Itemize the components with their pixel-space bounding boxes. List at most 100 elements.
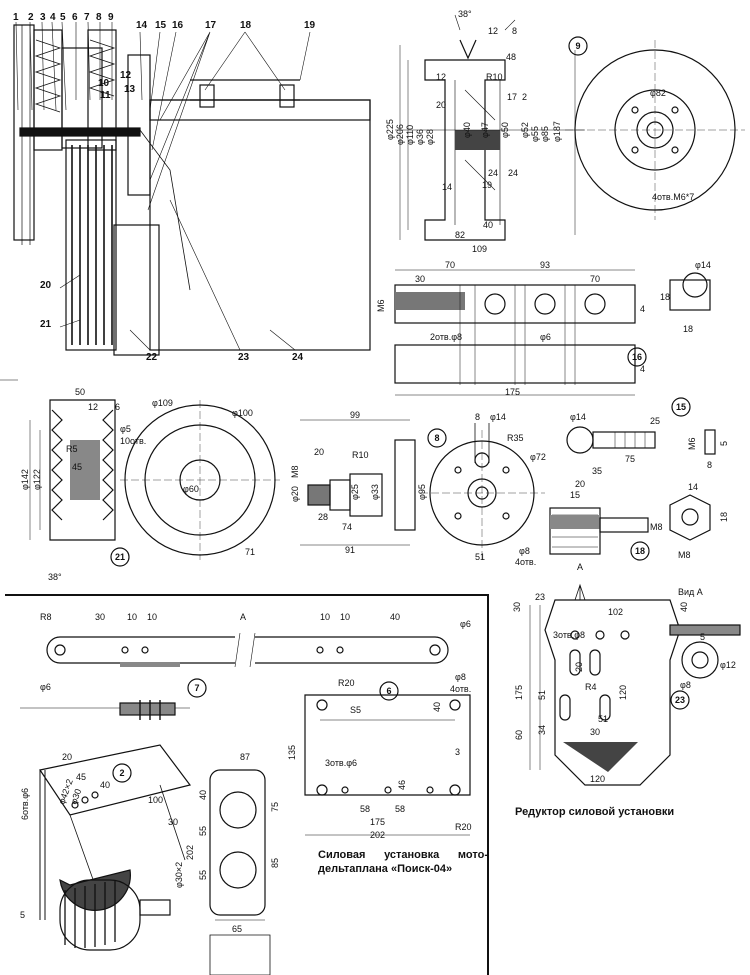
dim-label: 100 xyxy=(148,795,163,805)
dim-label: φ12 xyxy=(720,660,736,670)
dim-label: 12 xyxy=(488,26,498,36)
dim-label: 3отв.φ8 xyxy=(553,630,585,640)
dim-label: 5 xyxy=(20,910,25,920)
dim-label: φ50 xyxy=(500,122,510,138)
dim-label: φ33 xyxy=(370,484,380,500)
detail-number: 7 xyxy=(194,683,199,693)
dim-label: 4отв. xyxy=(515,557,536,567)
dim-label: φ95 xyxy=(417,484,427,500)
dim-label: 20 xyxy=(314,447,324,457)
detail-number: 9 xyxy=(575,41,580,51)
dim-label: 45 xyxy=(72,462,82,472)
dim-label: 10 xyxy=(340,612,350,622)
part-number: 23 xyxy=(238,352,250,363)
dim-label: 12 xyxy=(436,72,446,82)
dim-label: 70 xyxy=(590,274,600,284)
dim-label: 55 xyxy=(198,870,208,880)
dim-label: 175 xyxy=(370,817,385,827)
part-number: 18 xyxy=(240,20,252,31)
dim-label: 85 xyxy=(270,858,280,868)
detail-16-bars xyxy=(394,269,711,396)
dim-label: R5 xyxy=(66,444,78,454)
detail-23-reducer-plate xyxy=(529,583,741,786)
dim-label: φ30×2 xyxy=(174,862,184,888)
detail-number: 21 xyxy=(115,552,125,562)
dim-label: φ187 xyxy=(552,121,562,142)
dim-label: 8 xyxy=(475,412,480,422)
dim-label: 20 xyxy=(62,752,72,762)
dim-label: 3отв.φ6 xyxy=(325,758,357,768)
dim-label: А xyxy=(577,562,583,572)
dim-label: 93 xyxy=(540,260,550,270)
dim-label: 17 xyxy=(507,92,517,102)
dim-label: 5 xyxy=(700,632,705,642)
dim-label: φ110 xyxy=(405,125,415,145)
dim-label: 74 xyxy=(342,522,352,532)
dim-label: 4отв. xyxy=(450,684,471,694)
dim-label: φ82 xyxy=(650,88,666,98)
dim-label: 2отв.φ8 xyxy=(430,332,462,342)
dim-label: 51 xyxy=(598,714,608,724)
dim-label: 18 xyxy=(683,324,693,334)
dim-label: 50 xyxy=(75,387,85,397)
detail-callouts xyxy=(110,36,691,783)
dim-label: φ109 xyxy=(152,398,173,408)
dim-label: 58 xyxy=(395,804,405,814)
dim-label: 40 xyxy=(100,780,110,790)
dim-label: М8 xyxy=(290,465,300,478)
dim-label: 87 xyxy=(240,752,250,762)
dim-label: 6 xyxy=(115,402,120,412)
dim-label: 40 xyxy=(390,612,400,622)
dim-label: 8 xyxy=(512,26,517,36)
dim-label: φ225 xyxy=(385,119,395,140)
dim-label: φ122 xyxy=(32,469,42,490)
dim-label: 60 xyxy=(514,730,524,740)
dim-label: 109 xyxy=(472,244,487,254)
part-number: 1 xyxy=(13,12,19,23)
part-number: 11 xyxy=(100,90,111,101)
part-number: 2 xyxy=(28,12,34,23)
detail-2-housing xyxy=(39,744,271,975)
part-number: 9 xyxy=(108,12,114,23)
detail-18-sleeve xyxy=(549,494,711,555)
dim-label: М6 xyxy=(376,299,386,312)
dim-label: 10отв. xyxy=(120,436,146,446)
dim-label: А xyxy=(240,612,246,622)
part-number: 19 xyxy=(304,20,316,31)
part-number: 15 xyxy=(155,20,167,31)
dim-label: 38° xyxy=(458,9,472,19)
part-number: 4 xyxy=(50,12,56,23)
main-caption: Силовая установка мото-дельтаплана «Поис… xyxy=(318,849,488,875)
part-number: 16 xyxy=(172,20,184,31)
dim-label: 91 xyxy=(345,545,355,555)
part-number: 6 xyxy=(72,12,78,23)
dim-label: 35 xyxy=(592,466,602,476)
dim-label: 102 xyxy=(608,607,623,617)
dim-label: 175 xyxy=(505,387,520,397)
dim-label: 30 xyxy=(168,817,178,827)
dim-label: 20 xyxy=(436,100,446,110)
part-number: 17 xyxy=(205,20,217,31)
dim-label: φ40 xyxy=(462,122,472,138)
detail-21-pulley xyxy=(29,399,280,560)
dim-label: 20 xyxy=(575,479,585,489)
dim-label: φ60 xyxy=(183,484,199,494)
dim-label: 65 xyxy=(232,924,242,934)
dim-label: 23 xyxy=(535,592,545,602)
dim-label: 202 xyxy=(185,845,195,860)
dim-label: 28 xyxy=(318,512,328,522)
dim-label: 71 xyxy=(245,547,255,557)
part-number: 7 xyxy=(84,12,90,23)
dim-label: φ72 xyxy=(530,452,546,462)
detail-number: 6 xyxy=(386,686,391,696)
detail-number: 2 xyxy=(119,768,124,778)
dim-label: R10 xyxy=(486,72,503,82)
dim-label: 48 xyxy=(506,52,516,62)
dim-label: 14 xyxy=(442,182,452,192)
dim-label: 19 xyxy=(482,180,492,190)
dim-label: 70 xyxy=(445,260,455,270)
shaft-view xyxy=(300,419,416,546)
detail-7-link xyxy=(20,632,449,720)
dim-label: М8 xyxy=(678,550,691,560)
